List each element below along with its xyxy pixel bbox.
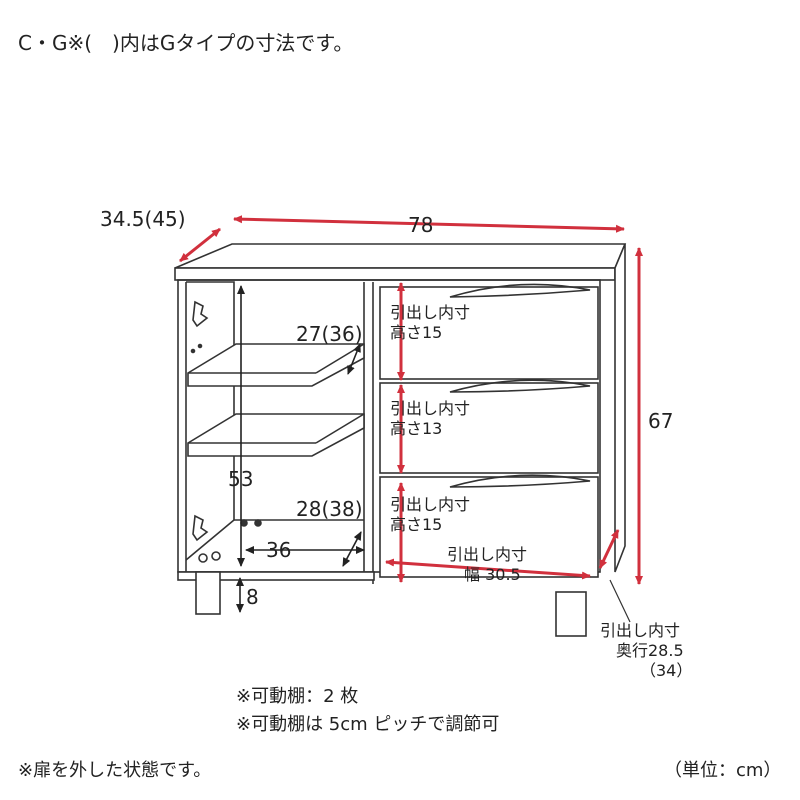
drawer-1-label-line2: 高さ15 [390, 323, 442, 342]
dimension-arrows [179, 215, 643, 585]
drawer-2-label-line2: 高さ13 [390, 419, 442, 438]
header-note: C・G※( )内はGタイプの寸法です。 [18, 31, 354, 55]
inner-height-label: 53 [228, 467, 253, 491]
drawer-3-label-line2: 高さ15 [390, 515, 442, 534]
door-removed-note: ※扉を外した状態です。 [18, 760, 212, 781]
height-label: 67 [648, 409, 673, 433]
shelf-count-note: ※可動棚：2 枚 [236, 686, 359, 707]
drawer-2-label-line1: 引出し内寸 [390, 399, 470, 418]
upper-shelf-depth-label: 27(36) [296, 322, 363, 346]
drawer-depth-label-line3: （34） [640, 661, 692, 680]
shelf-pitch-note: ※可動棚は 5cm ピッチで調節可 [236, 714, 500, 735]
inner-width-label: 36 [266, 538, 291, 562]
drawer-depth-label-line1: 引出し内寸 [600, 621, 680, 640]
depth-label: 34.5(45) [100, 207, 186, 231]
drawer-width-label-line2: 幅 30.5 [464, 565, 521, 584]
width-label: 78 [408, 213, 433, 237]
interior-dimension-arrows [236, 285, 365, 613]
unit-note: （単位：cm） [664, 760, 782, 781]
drawer-width-label-line1: 引出し内寸 [447, 545, 527, 564]
leg-height-label: 8 [246, 585, 259, 609]
drawer-depth-label-line2: 奥行28.5 [616, 641, 684, 660]
drawer-1-label-line1: 引出し内寸 [390, 303, 470, 322]
drawer-3-label-line1: 引出し内寸 [390, 495, 470, 514]
lower-shelf-depth-label: 28(38) [296, 497, 363, 521]
